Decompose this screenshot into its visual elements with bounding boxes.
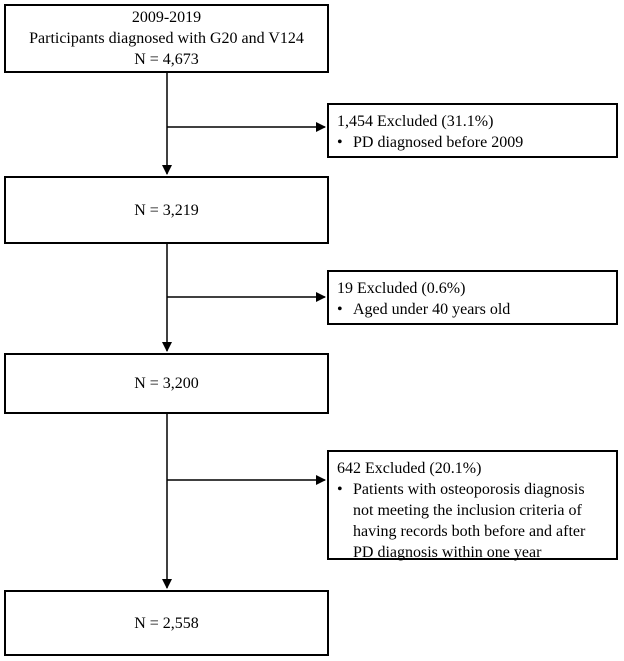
exclusion-3-reason-row: • Patients with osteoporosis diagnosis n…	[337, 479, 608, 563]
exclusion-1-reason-row: • PD diagnosed before 2009	[337, 132, 608, 153]
start-box: 2009-2019 Participants diagnosed with G2…	[4, 4, 329, 73]
bullet-icon: •	[337, 134, 343, 151]
exclusion-2-header: 19 Excluded (0.6%)	[337, 280, 466, 297]
start-period: 2009-2019	[131, 9, 202, 26]
final-count: N = 2,558	[134, 614, 199, 632]
exclusion-box-3: 642 Excluded (20.1%) • Patients with ost…	[327, 450, 618, 563]
start-population: Participants diagnosed with G20 and V124	[29, 30, 304, 47]
exclusion-box-2: 19 Excluded (0.6%) • Aged under 40 years…	[327, 270, 618, 325]
step1-box: N = 3,219	[4, 176, 329, 244]
step2-count: N = 3,200	[134, 375, 199, 392]
final-box: N = 2,558	[4, 590, 329, 656]
exclusion-2-reason: Aged under 40 years old	[353, 301, 511, 318]
step2-box: N = 3,200	[4, 353, 329, 414]
bullet-icon: •	[337, 301, 343, 318]
exclusion-1-header: 1,454 Excluded (31.1%)	[337, 113, 494, 130]
exclusion-1-reason: PD diagnosed before 2009	[353, 134, 524, 151]
start-count: N = 4,673	[134, 51, 199, 68]
exclusion-3-header: 642 Excluded (20.1%)	[337, 460, 482, 477]
exclusion-2-reason-row: • Aged under 40 years old	[337, 299, 608, 320]
exclusion-box-1: 1,454 Excluded (31.1%) • PD diagnosed be…	[327, 103, 618, 158]
bullet-icon: •	[337, 481, 343, 498]
exclusion-3-reason: Patients with osteoporosis diagnosis not…	[353, 481, 586, 561]
step1-count: N = 3,219	[134, 201, 199, 219]
